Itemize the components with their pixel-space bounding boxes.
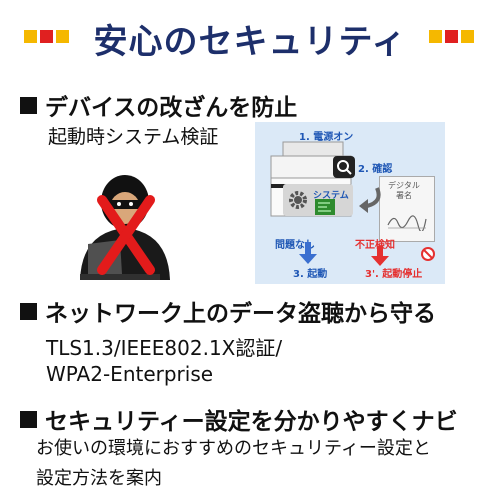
bullet-square-icon bbox=[20, 97, 37, 114]
hacker-illustration bbox=[80, 175, 170, 280]
gear-icon bbox=[289, 191, 307, 209]
header-banner: 安心のセキュリティ bbox=[0, 0, 500, 72]
tamper-detected-label: 不正検知 bbox=[355, 240, 395, 251]
navi-line-2: 設定方法を案内 bbox=[36, 468, 162, 489]
accent-square-red bbox=[40, 30, 53, 43]
sig-label-2: 署名 bbox=[396, 191, 412, 200]
prohibited-x-icon bbox=[97, 195, 155, 275]
accent-square-yellow bbox=[461, 30, 474, 43]
section-sub-boot-verify: 起動時システム検証 bbox=[48, 126, 219, 148]
signature-scribble-icon bbox=[387, 215, 427, 231]
return-arrow-icon bbox=[359, 187, 381, 213]
accent-square-red bbox=[445, 30, 458, 43]
digital-signature-card: デジタル 署名 bbox=[379, 176, 435, 242]
arrow-down-red-icon bbox=[371, 246, 389, 266]
bullet-square-icon bbox=[20, 411, 37, 428]
section-heading-navi: セキュリティー設定を分かりやすくナビ bbox=[20, 402, 458, 436]
arrow-down-icon bbox=[299, 242, 317, 264]
protocol-line-2: WPA2-Enterprise bbox=[46, 362, 214, 386]
protocol-line-1: TLS1.3/IEEE802.1X認証/ bbox=[46, 336, 283, 360]
code-screen-icon bbox=[315, 199, 335, 215]
boot-verify-diagram: 1. 電源オン システム 2. 確認 デジタル 署名 bbox=[255, 122, 445, 284]
no-problem-label: 問題なし bbox=[275, 240, 315, 251]
prohibited-icon bbox=[421, 247, 435, 261]
accent-square-yellow bbox=[24, 30, 37, 43]
step-boot: 3. 起動 bbox=[293, 269, 328, 280]
page-title: 安心のセキュリティ bbox=[93, 22, 407, 62]
system-box: システム bbox=[283, 184, 353, 216]
section-heading-tamper: デバイスの改ざんを防止 bbox=[20, 88, 297, 122]
section-heading-eavesdrop: ネットワーク上のデータ盗聴から守る bbox=[20, 294, 436, 328]
step-power-on: 1. 電源オン bbox=[299, 132, 354, 143]
sig-label-1: デジタル bbox=[388, 181, 420, 190]
accent-square-yellow bbox=[56, 30, 69, 43]
step-boot-stop: 3'. 起動停止 bbox=[365, 269, 423, 280]
step-verify: 2. 確認 bbox=[358, 164, 393, 175]
bullet-square-icon bbox=[20, 303, 37, 320]
navi-line-1: お使いの環境におすすめのセキュリティー設定と bbox=[36, 438, 431, 459]
system-label: システム bbox=[313, 191, 349, 201]
accent-square-yellow bbox=[429, 30, 442, 43]
magnifier-icon bbox=[333, 156, 355, 178]
